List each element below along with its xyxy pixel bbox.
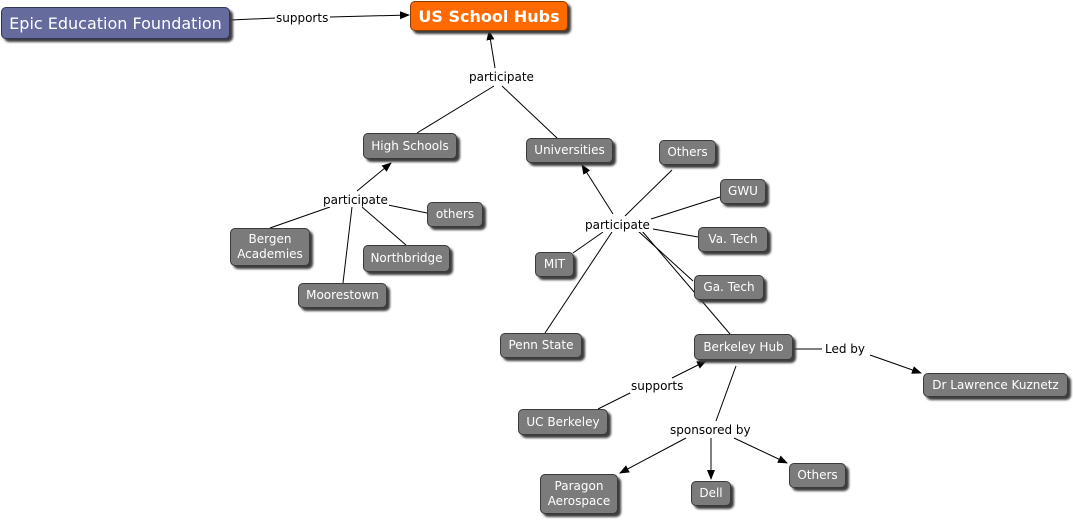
node-gwu[interactable]: GWU — [720, 179, 766, 204]
edge-highschools-participate — [416, 85, 495, 134]
node-berkeley-hub[interactable]: Berkeley Hub — [694, 334, 793, 360]
edge-ucberkeley-supports — [597, 391, 633, 410]
node-bergen-academies[interactable]: Bergen Academies — [230, 228, 310, 266]
node-others-universities[interactable]: Others — [659, 140, 716, 165]
edge-gwu-participate — [650, 196, 721, 220]
node-epic-education-foundation[interactable]: Epic Education Foundation — [1, 7, 230, 39]
edge-mit-participate — [572, 231, 604, 254]
edge-supports-berkeley — [671, 360, 707, 379]
node-dr-lawrence-kuznetz[interactable]: Dr Lawrence Kuznetz — [923, 373, 1068, 397]
edge-supports-hubs — [329, 11, 410, 20]
node-others-sponsors[interactable]: Others — [789, 463, 846, 488]
edge-others-hs-participate — [387, 204, 428, 214]
edge-foundation-supports — [230, 17, 277, 21]
edge-participate-highschools — [356, 162, 392, 192]
edge-participate-universities — [581, 164, 614, 215]
edge-ledby-kuznetz — [869, 354, 922, 374]
edge-vatech-participate — [652, 228, 699, 238]
edge-participate-hubs — [486, 30, 496, 69]
node-ga-tech[interactable]: Ga. Tech — [694, 275, 764, 300]
link-label-supports-berkeley: supports — [630, 379, 685, 393]
node-high-schools[interactable]: High Schools — [363, 133, 457, 159]
link-label-supports: supports — [275, 11, 330, 25]
node-uc-berkeley[interactable]: UC Berkeley — [518, 409, 608, 435]
link-label-participate-universities: participate — [584, 218, 651, 232]
node-va-tech[interactable]: Va. Tech — [698, 227, 768, 252]
node-paragon-aerospace[interactable]: Paragon Aerospace — [540, 474, 618, 514]
edge-berkeley-sponsoredby — [715, 365, 737, 422]
link-label-participate: participate — [468, 70, 535, 84]
edge-others-uni-participate — [624, 169, 673, 217]
node-northbridge[interactable]: Northbridge — [363, 245, 450, 272]
node-universities[interactable]: Universities — [526, 138, 613, 163]
node-others-high-schools[interactable]: others — [427, 202, 483, 227]
node-us-school-hubs[interactable]: US School Hubs — [410, 1, 568, 31]
node-dell[interactable]: Dell — [691, 481, 731, 506]
edge-pennstate-participate — [544, 231, 613, 334]
link-label-sponsored-by: sponsored by — [669, 423, 752, 437]
edge-sponsoredby-paragon — [619, 437, 687, 474]
node-moorestown[interactable]: Moorestown — [298, 283, 387, 308]
edge-northbridge-participate — [361, 206, 407, 246]
edge-universities-participate — [501, 85, 558, 139]
edge-moorestown-participate — [342, 206, 353, 284]
edge-berkeley-participate — [641, 230, 731, 335]
node-penn-state[interactable]: Penn State — [500, 333, 582, 358]
node-mit[interactable]: MIT — [535, 252, 574, 277]
edge-bergen-participate — [269, 206, 331, 229]
edge-gatech-participate — [637, 230, 694, 282]
edge-sponsoredby-others — [733, 437, 788, 464]
link-label-led-by: Led by — [824, 342, 867, 356]
link-label-participate-highschools: participate — [322, 193, 389, 207]
